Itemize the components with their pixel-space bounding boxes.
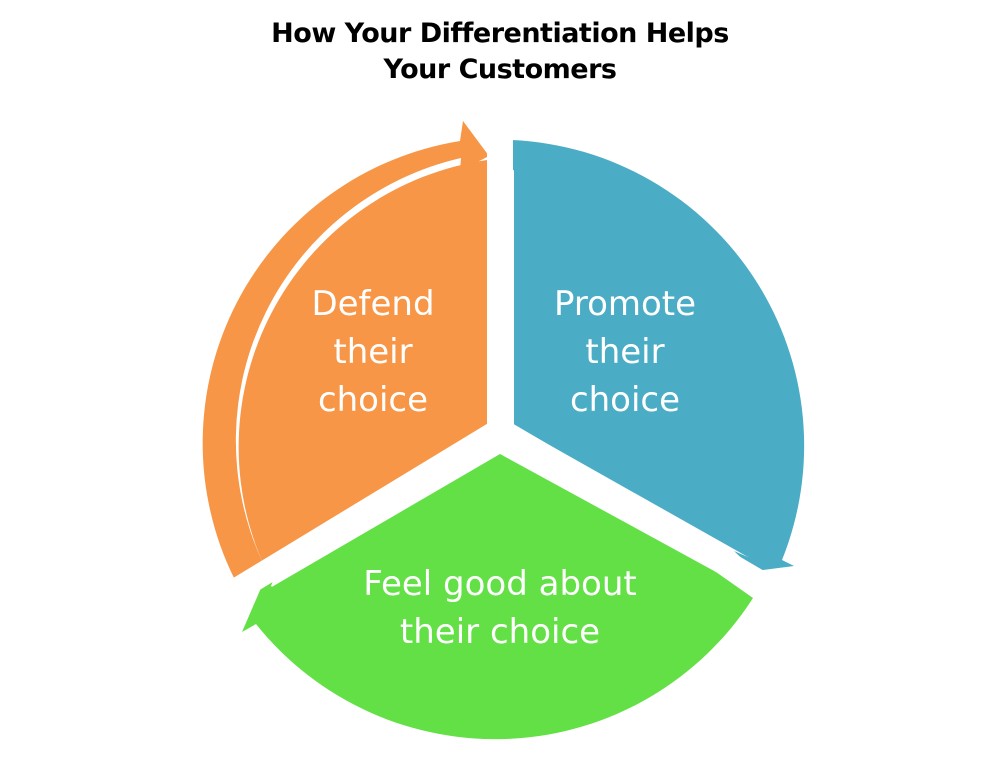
segment-label-feel-good: Feel good about their choice — [363, 564, 637, 652]
separator-left — [213, 419, 507, 611]
segment-feel-good-body — [270, 454, 716, 683]
title-line-2: Your Customers — [383, 54, 617, 86]
segment-defend-body — [238, 160, 487, 561]
segment-label-defend: Defend their choice — [311, 284, 435, 420]
segment-feel-good-arrow — [242, 572, 753, 740]
diagram-title: How Your Differentiation Helps Your Cust… — [0, 16, 1000, 89]
segment-label-promote: Promote their choice — [553, 284, 697, 420]
segment-promote-body — [514, 150, 774, 557]
title-line-1: How Your Differentiation Helps — [271, 18, 729, 49]
separator-right — [493, 419, 797, 611]
segment-promote-arrow — [512, 140, 805, 571]
